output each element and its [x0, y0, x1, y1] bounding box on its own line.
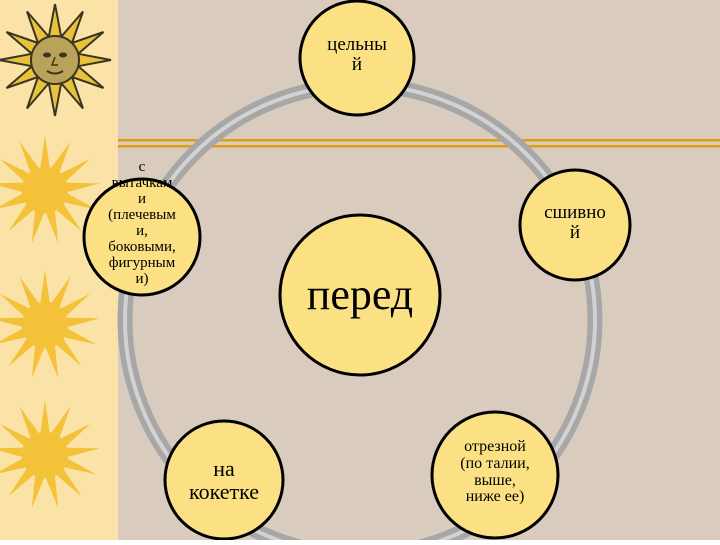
node-top	[298, 0, 416, 117]
node-bottom-right	[430, 410, 560, 540]
node-bottom-left	[163, 419, 285, 541]
node-top-label: цельны й	[327, 34, 387, 75]
center-node	[278, 213, 442, 377]
sun-face-icon	[0, 3, 112, 117]
center-label: перед	[306, 269, 414, 319]
orange-rules	[118, 139, 720, 148]
node-left	[82, 177, 202, 297]
node-bottom-left-label: на кокетке	[189, 455, 259, 504]
sun-icon	[0, 400, 100, 509]
node-bottom-right-label: отрезной (по талии, выше, ниже ее)	[460, 437, 530, 506]
sun-icon	[0, 270, 100, 379]
node-right	[518, 168, 632, 282]
node-right-label: сшивно й	[544, 201, 606, 243]
node-left-label: с вытачкам и (плечевым и, боковыми, фигу…	[108, 158, 176, 288]
sun-icon	[0, 135, 100, 244]
